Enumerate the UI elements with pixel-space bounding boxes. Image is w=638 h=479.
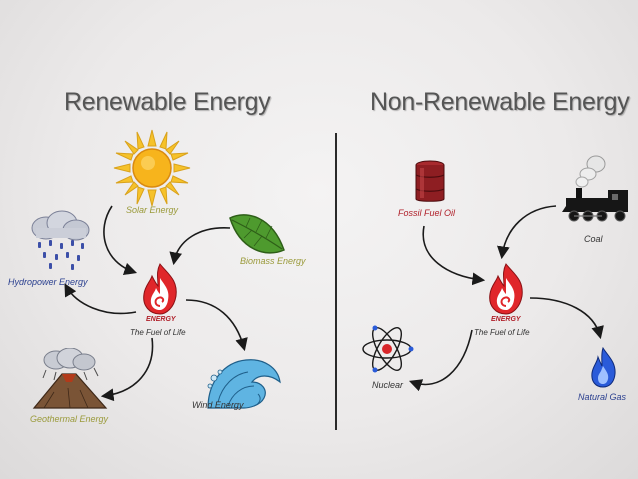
biomass-label: Biomass Energy — [240, 256, 306, 266]
gas-label: Natural Gas — [578, 392, 627, 402]
gas-flame-icon — [591, 346, 616, 388]
biomass-node — [226, 210, 288, 260]
renewable-center-node — [138, 262, 182, 316]
coal-label: Coal — [584, 234, 603, 244]
wave-icon — [207, 359, 281, 409]
rain-cloud-icon — [31, 210, 90, 270]
nonrenewable-center-node — [484, 262, 528, 316]
nonrenewable-center-word: ENERGY — [491, 316, 521, 323]
wind-label: Wind Energy — [192, 400, 244, 410]
renewable-center-word: ENERGY — [146, 316, 176, 323]
hydro-label: Hydropower Energy — [8, 277, 88, 287]
flame-icon — [489, 263, 523, 315]
arrow-sun-to-center — [103, 205, 138, 276]
nuclear-node — [360, 322, 414, 376]
arrow-center-to-hydro — [64, 283, 137, 315]
wind-node — [204, 352, 284, 412]
renewable-center-caption: The Fuel of Life — [130, 328, 186, 337]
sun-icon — [113, 129, 191, 207]
solar-label: Solar Energy — [126, 205, 179, 215]
nonrenewable-center-caption: The Fuel of Life — [474, 328, 530, 337]
oil-node — [414, 160, 446, 204]
arrow-coal-to-center — [497, 205, 557, 260]
gas-node — [588, 346, 618, 388]
arrow-leaf-to-center — [169, 227, 231, 266]
solar-node — [112, 128, 192, 208]
geothermal-node — [30, 348, 110, 412]
arrow-oil-to-center — [422, 225, 486, 286]
renewable-heading: Renewable Energy — [64, 88, 271, 116]
hydro-node — [24, 210, 94, 272]
geothermal-label: Geothermal Energy — [30, 414, 109, 424]
arrow-center-to-gas — [529, 297, 604, 340]
flame-icon — [143, 263, 177, 315]
oil-label: Fossil Fuel Oil — [398, 208, 456, 218]
arrow-center-to-nuclear — [408, 329, 473, 392]
arrow-wind-to-geothermal — [100, 337, 154, 402]
oil-barrel-icon — [415, 160, 445, 202]
atom-icon — [362, 325, 414, 373]
coal-node — [560, 150, 634, 230]
section-divider — [335, 133, 337, 430]
leaf-icon — [229, 214, 285, 254]
locomotive-icon — [562, 155, 628, 222]
arrow-center-to-wind — [185, 299, 248, 352]
nonrenewable-heading: Non-Renewable Energy — [370, 88, 630, 116]
volcano-icon — [32, 348, 108, 409]
nuclear-label: Nuclear — [372, 380, 404, 390]
